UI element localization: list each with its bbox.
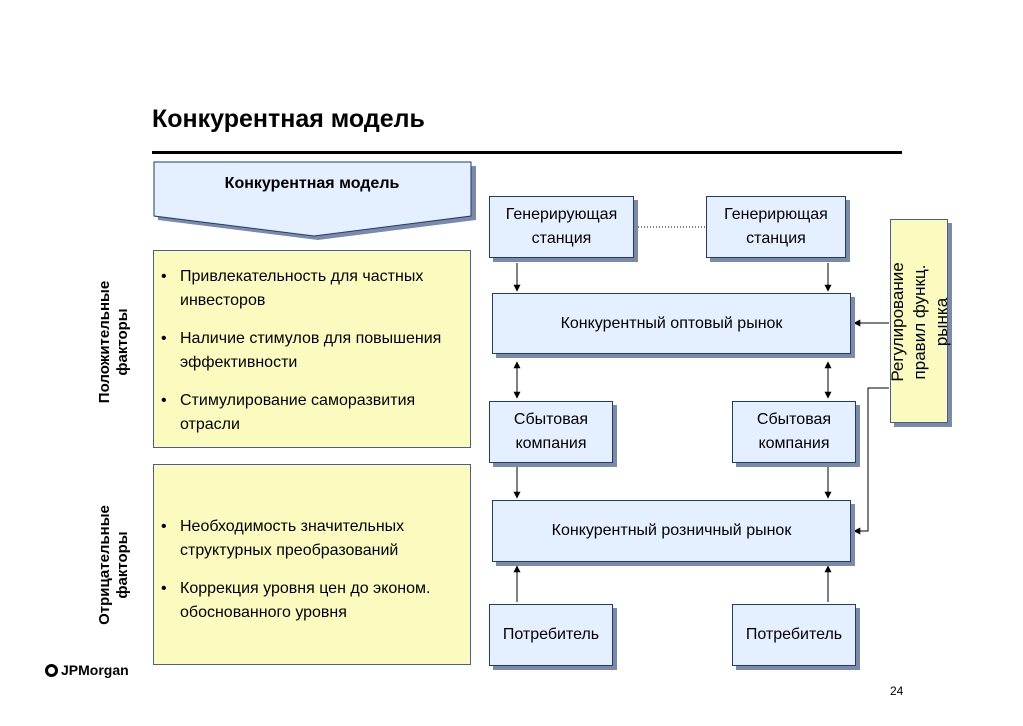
retail-market-label: Конкурентный розничный рынок <box>551 522 792 539</box>
positive-factor-item: Привлекательность для частных инвесторов <box>154 265 470 313</box>
sales-company-left-label: Сбытовая компания <box>513 411 589 452</box>
regulation-text: Регулирование правил функц. рынка <box>888 262 951 382</box>
negative-factors-list: Необходимость значительных структурных п… <box>154 465 470 625</box>
sales-company-left: Сбытовая компания <box>489 401 613 463</box>
positive-factors-list: Привлекательность для частных инвесторов… <box>154 251 470 437</box>
generating-station-right: Генерирющая станция <box>706 196 846 258</box>
generating-station-left: Генерирующая станция <box>489 196 634 258</box>
logo-mark-icon <box>45 663 58 677</box>
arrow-reg-retail <box>853 387 889 535</box>
title-rule <box>152 151 902 154</box>
generating-station-right-label: Генерирющая станция <box>724 206 828 247</box>
positive-factors-label: Положительные факторы <box>96 280 131 404</box>
negative-factors-box: Необходимость значительных структурных п… <box>153 464 471 665</box>
consumer-left-label: Потребитель <box>502 626 600 643</box>
positive-factor-item: Наличие стимулов для повышения эффективн… <box>154 327 470 375</box>
positive-factors-box: Привлекательность для частных инвесторов… <box>153 250 471 448</box>
page-number: 24 <box>890 684 904 698</box>
logo-text: JPMorgan <box>61 662 129 678</box>
consumer-right: Потребитель <box>732 604 856 666</box>
positive-factor-item: Стимулирование саморазвития отрасли <box>154 389 470 437</box>
negative-factor-item: Необходимость значительных структурных п… <box>154 515 470 563</box>
jpmorgan-logo: JPMorgan <box>45 662 129 678</box>
retail-market: Конкурентный розничный рынок <box>492 500 851 562</box>
negative-factor-item: Коррекция уровня цен до эконом. обоснова… <box>154 577 470 625</box>
sales-company-right: Сбытовая компания <box>732 401 856 463</box>
wholesale-market: Конкурентный оптовый рынок <box>492 293 851 354</box>
chevron-banner <box>153 161 472 237</box>
wholesale-market-label: Конкурентный оптовый рынок <box>560 314 783 332</box>
sales-company-right-label: Сбытовая компания <box>756 411 832 452</box>
page-title: Конкурентная модель <box>152 105 425 133</box>
regulation-label: Регулирование правил функц. рынка <box>888 220 951 424</box>
generating-station-left-label: Генерирующая станция <box>505 206 618 247</box>
consumer-left: Потребитель <box>489 604 613 666</box>
consumer-right-label: Потребитель <box>745 626 843 643</box>
regulation-box: Регулирование правил функц. рынка <box>888 219 951 424</box>
chevron-label: Конкурентная модель <box>224 175 400 192</box>
negative-factors-label: Отрицательные факторы <box>96 505 131 625</box>
